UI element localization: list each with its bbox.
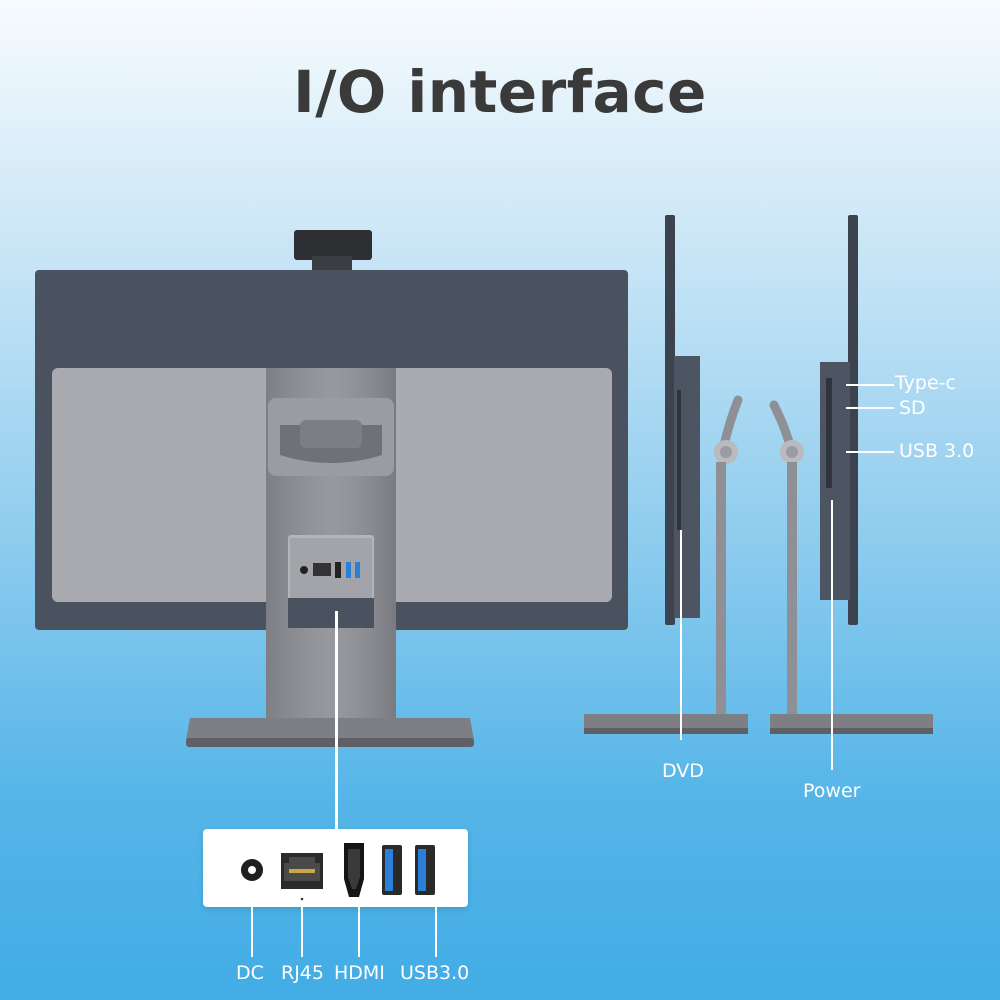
callout-dvd: DVD xyxy=(662,760,704,782)
dc-port-icon xyxy=(241,859,263,881)
port-connector-line xyxy=(335,611,338,831)
port-label-dc: DC xyxy=(236,962,264,984)
stand xyxy=(186,368,474,747)
hdmi-port-icon xyxy=(344,843,364,897)
callout-power: Power xyxy=(803,780,861,802)
power-callout-line xyxy=(831,500,833,770)
hdmi-label-line xyxy=(358,907,360,957)
callout-sd: SD xyxy=(899,397,926,419)
dvd-callout-line xyxy=(680,530,682,740)
usb-label-line xyxy=(435,907,437,957)
port-label-usb: USB3.0 xyxy=(400,962,470,984)
usb-port-icon xyxy=(415,845,435,895)
webcam-icon xyxy=(294,230,372,270)
page-title: I/O interface xyxy=(293,58,707,126)
sd-callout-line xyxy=(846,407,894,409)
rj45-port-icon xyxy=(281,853,323,901)
port-label-rj45: RJ45 xyxy=(281,962,324,984)
dc-label-line xyxy=(251,907,253,957)
usb-port-icon xyxy=(382,845,402,895)
port-strip xyxy=(203,829,468,907)
type-c-callout-line xyxy=(846,384,894,386)
port-label-hdmi: HDMI xyxy=(334,962,385,984)
rj45-label-line xyxy=(301,907,303,957)
usb-callout-line xyxy=(846,451,894,453)
callout-type-c: Type-c xyxy=(895,372,956,394)
callout-usb-3: USB 3.0 xyxy=(899,440,975,462)
